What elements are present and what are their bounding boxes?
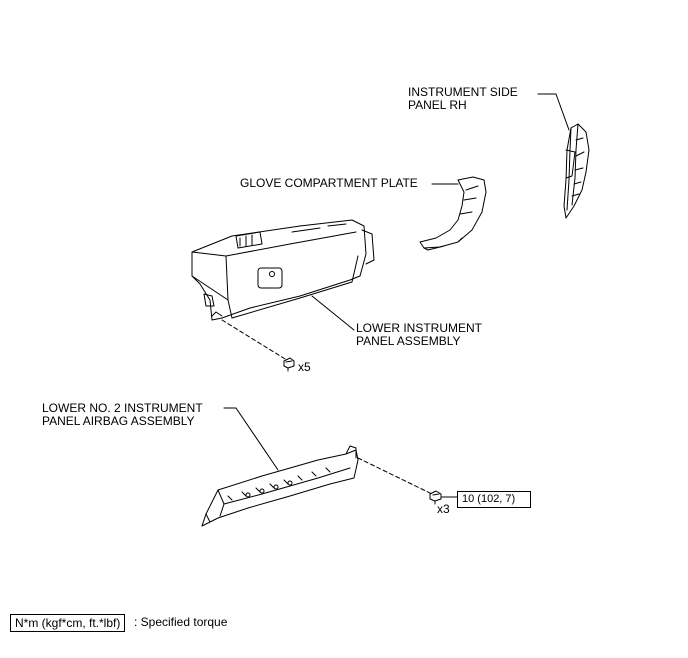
label-line-2: PANEL RH — [408, 98, 467, 112]
label-line-2: PANEL AIRBAG ASSEMBLY — [42, 414, 195, 428]
label-line-1: INSTRUMENT SIDE — [408, 85, 518, 99]
label-instrument-side-panel-rh: INSTRUMENT SIDE PANEL RH — [408, 86, 518, 112]
airbag-assembly-part — [201, 445, 359, 527]
leader-lower-panel — [311, 295, 355, 331]
label-line-1: LOWER NO. 2 INSTRUMENT — [42, 401, 203, 415]
torque-value-box: 10 (102, 7) — [457, 491, 531, 508]
label-line-2: PANEL ASSEMBLY — [356, 334, 461, 348]
label-lower-instrument-panel-assembly: LOWER INSTRUMENT PANEL ASSEMBLY — [356, 322, 482, 348]
legend-description: : Specified torque — [134, 615, 228, 629]
leader-side-panel-2 — [555, 93, 570, 131]
dash-line-bolts — [357, 457, 433, 495]
legend-torque-box: N*m (kgf*cm, ft.*lbf) — [10, 614, 126, 632]
label-line-1: LOWER INSTRUMENT — [356, 321, 482, 335]
leader-airbag-2 — [235, 407, 279, 471]
label-airbag-assembly: LOWER NO. 2 INSTRUMENT PANEL AIRBAG ASSE… — [42, 402, 203, 428]
label-glove-compartment-plate: GLOVE COMPARTMENT PLATE — [240, 176, 418, 190]
screw-icon — [283, 357, 295, 372]
bolt-icon — [429, 490, 442, 505]
glove-compartment-plate-part — [419, 176, 487, 251]
dash-line-screws — [221, 319, 291, 363]
screw-quantity: x5 — [298, 360, 311, 374]
lower-instrument-panel-assembly-part — [191, 219, 375, 321]
instrument-side-panel-rh-part — [563, 123, 590, 219]
bolt-quantity: x3 — [437, 502, 450, 516]
